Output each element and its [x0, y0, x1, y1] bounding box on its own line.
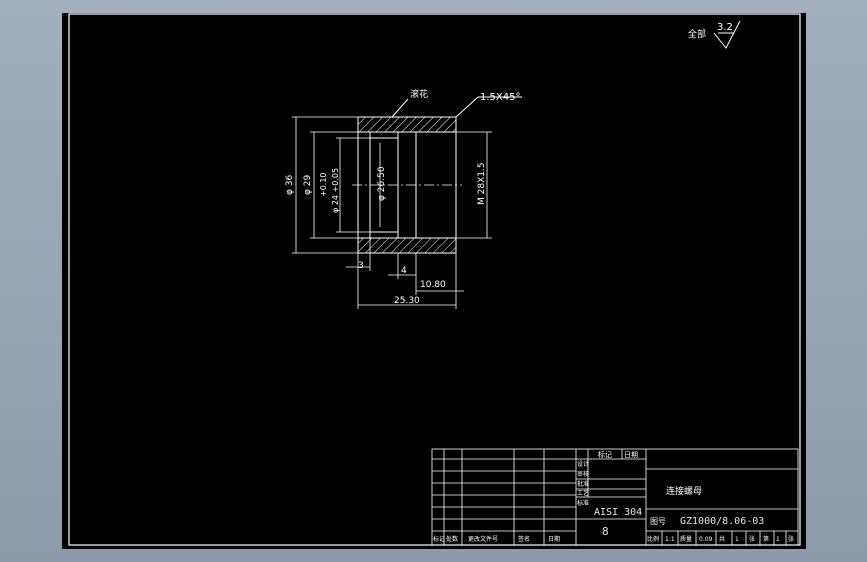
part-section-view [352, 116, 462, 254]
chamfer-callout: 1.5X45° [480, 92, 520, 103]
dim-len-total: 25.30 [394, 296, 420, 306]
tb-bottom-5: 日期 [548, 535, 560, 543]
dim-tolerance: +0.10 [319, 172, 328, 197]
title-block-text: 标记 日期 设计 审核 批准 工艺 标准 AISI 304 8 连接螺母 图号 … [433, 450, 794, 543]
tb-drawing-no: GZ1000/8.06-03 [680, 516, 764, 527]
roughness-label: 全部 [688, 28, 706, 40]
dim-dia-24: φ 24 +0.05 [331, 168, 340, 213]
tb-bottom-4: 签名 [518, 535, 530, 543]
tb-scale-label: 比例 [647, 535, 659, 543]
roughness-symbol: 全部 3.2 [688, 20, 741, 49]
tb-total-label: 共 [719, 535, 725, 543]
horizontal-dim-labels: 3 4 10.80 25.30 [358, 261, 446, 306]
tb-bottom-3: 更改文件号 [468, 535, 498, 543]
tb-sheet-label-1: 张 [749, 535, 755, 543]
upper-wall-hatch [357, 116, 457, 133]
tb-bottom-2: 处数 [446, 535, 458, 543]
tb-header-1: 标记 [598, 450, 612, 459]
tb-sheet-label-2: 张 [788, 535, 794, 543]
tb-part-name: 连接螺母 [666, 485, 702, 497]
tb-mid-3: 批准 [577, 480, 589, 488]
roughness-value: 3.2 [717, 22, 733, 33]
tb-mid-4: 工艺 [577, 489, 589, 497]
tb-mass-value: 0.09 [699, 536, 713, 543]
tb-mass-label: 质量 [680, 535, 692, 543]
tb-bottom-1: 标记 [433, 535, 445, 543]
tb-scale-value: 1:1 [665, 536, 675, 543]
dim-len-3: 3 [358, 261, 364, 271]
horizontal-dimensions [346, 238, 464, 309]
dim-len-4: 4 [401, 266, 407, 276]
vertical-dim-labels: φ 36 φ 29 +0.10 φ 24 +0.05 φ 26.50 M 28X… [285, 162, 487, 213]
dim-outer-dia: φ 36 [285, 174, 295, 195]
tb-quantity: 8 [602, 525, 609, 538]
dim-len-10: 10.80 [420, 280, 446, 290]
lower-wall-hatch [357, 237, 457, 254]
tb-sheet-no-value: 1 [776, 536, 780, 543]
dim-thread: M 28X1.5 [477, 162, 487, 205]
tb-mid-1: 设计 [577, 460, 589, 468]
tb-material: AISI 304 [594, 507, 642, 518]
dim-dia-26: φ 26.50 [377, 166, 387, 201]
vertical-dimensions [292, 116, 492, 254]
drawing-canvas: 全部 3.2 滚花 1.5X45° [68, 13, 801, 546]
tb-sheet-no-label: 第 [763, 535, 769, 543]
callouts: 滚花 1.5X45° [391, 88, 522, 118]
tb-header-2: 日期 [624, 451, 638, 459]
drawing-sheet: 全部 3.2 滚花 1.5X45° [62, 13, 806, 549]
knurl-callout: 滚花 [410, 88, 428, 100]
tb-total-value: 1 [735, 536, 739, 543]
tb-mid-5: 标准 [577, 499, 589, 507]
tb-drawing-no-label: 图号 [650, 517, 666, 526]
dim-dia-29: φ 29 [303, 174, 313, 195]
title-block [431, 448, 799, 546]
tb-mid-2: 审核 [577, 470, 589, 478]
